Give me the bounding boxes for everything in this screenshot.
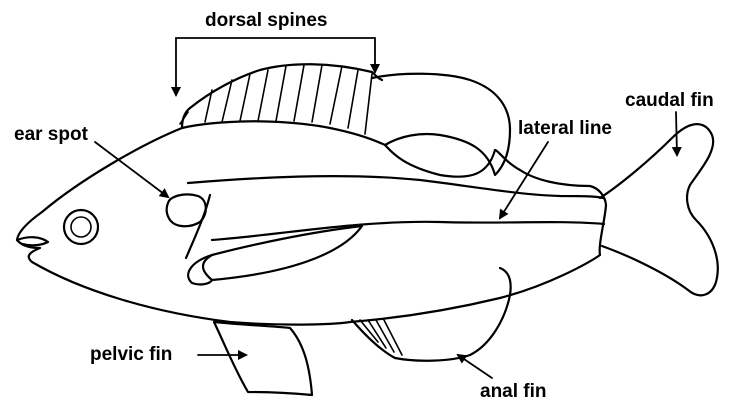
pectoral-fin xyxy=(203,226,362,280)
bracket xyxy=(176,38,375,85)
anal-fin-callout: anal fin xyxy=(458,355,547,402)
eye-outer xyxy=(64,210,98,244)
caudal-fin-callout: caudal fin xyxy=(625,90,714,155)
mouth xyxy=(17,237,48,245)
caudal-arrow xyxy=(676,112,677,155)
pelvic-fin-drawing xyxy=(214,322,312,395)
caudal-fin-drawing xyxy=(600,124,718,295)
label-anal-fin: anal fin xyxy=(480,381,547,402)
anal-fin-arrow xyxy=(458,355,492,378)
soft-dorsal-fin xyxy=(372,74,510,175)
ear-spot-callout: ear spot xyxy=(14,124,168,197)
lateral-line-lower xyxy=(212,222,604,240)
eye-inner xyxy=(71,217,91,237)
ear-spot xyxy=(167,194,206,226)
pectoral-fin-base xyxy=(188,255,212,284)
dorsal-spines-callout: dorsal spines xyxy=(176,10,375,95)
label-pelvic-fin: pelvic fin xyxy=(90,344,172,365)
anal-fin-drawing xyxy=(352,268,511,361)
label-ear-spot: ear spot xyxy=(14,124,89,145)
label-caudal-fin: caudal fin xyxy=(625,90,714,111)
pelvic-fin-callout: pelvic fin xyxy=(90,344,246,365)
label-lateral-line: lateral line xyxy=(518,118,612,139)
ear-spot-arrow xyxy=(95,142,168,197)
label-dorsal-spines: dorsal spines xyxy=(205,10,328,31)
